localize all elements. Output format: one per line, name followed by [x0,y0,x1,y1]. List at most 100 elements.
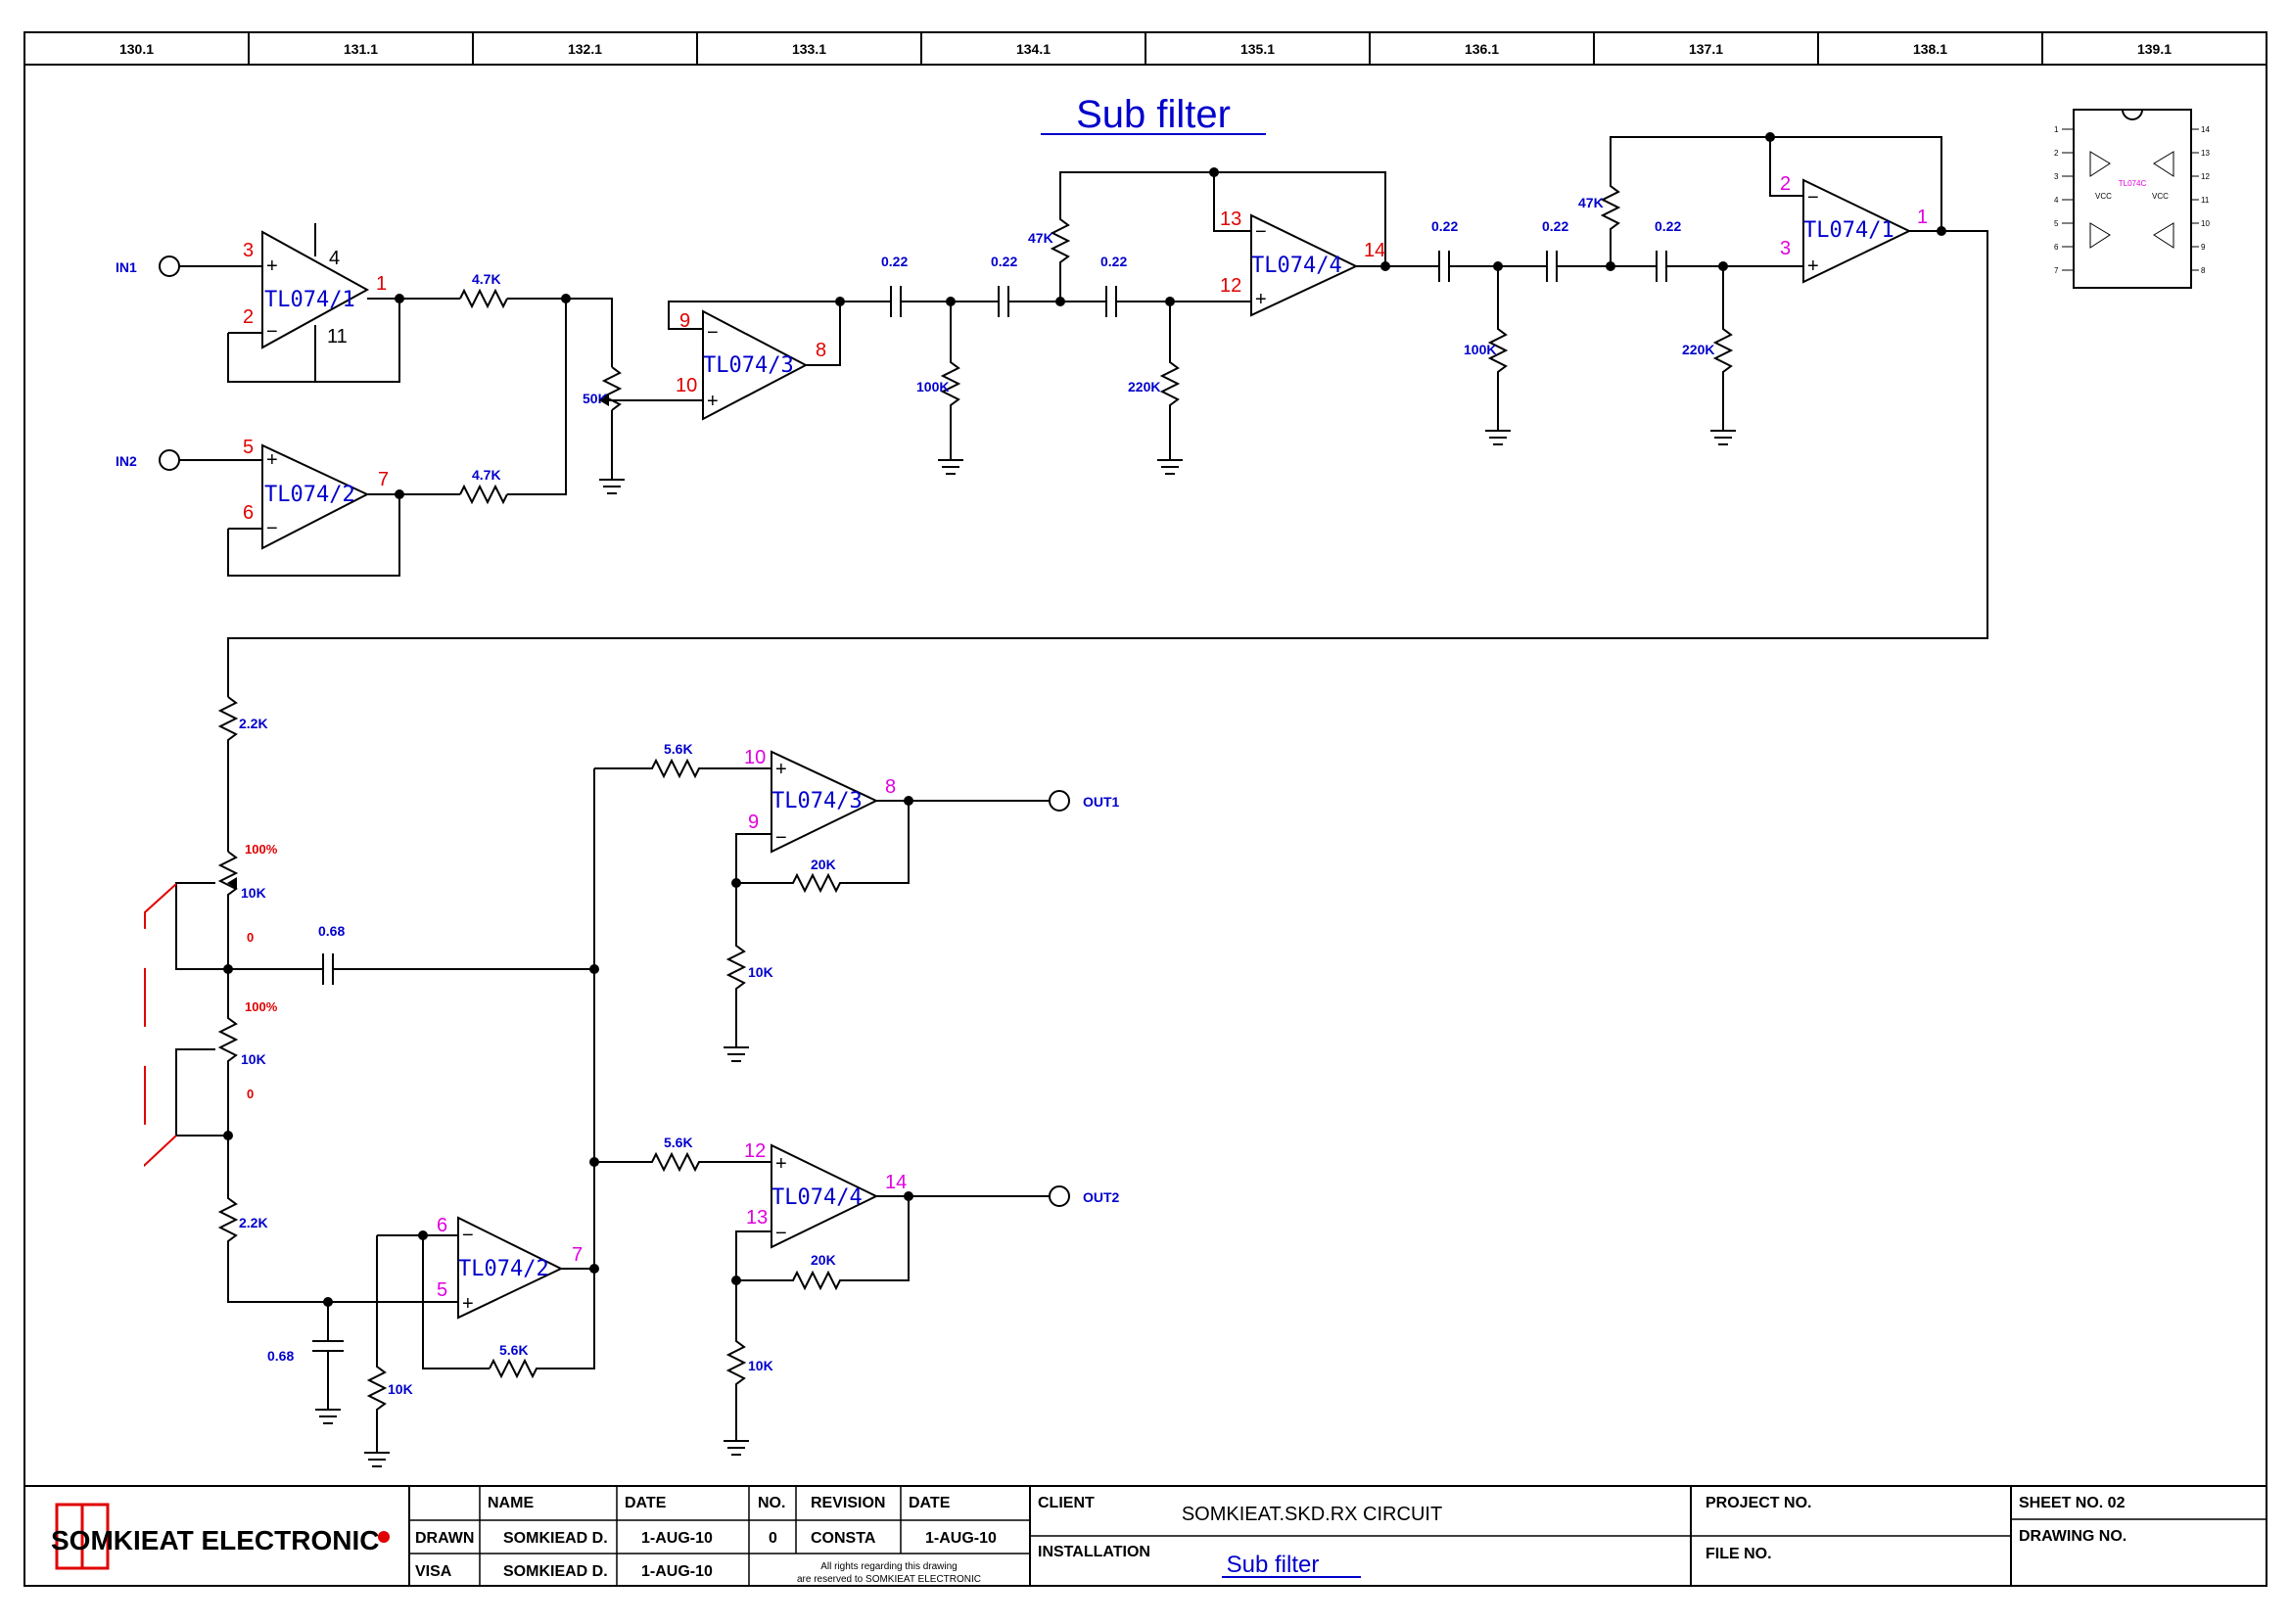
cap-label: 0.22 [1655,218,1681,234]
opamp-u1a-second-label: TL074/1 [1803,218,1894,243]
pin-label: 11 [327,326,348,348]
rights-notice: All rights regarding this drawing [820,1561,958,1572]
svg-text:+: + [1807,255,1819,277]
tb-label: FILE NO. [1706,1546,1772,1562]
tb-header: REVISION [811,1495,885,1511]
title-block: SOMKIEAT ELECTRONIC NAME DATE NO. REVISI… [24,1485,2267,1586]
svg-text:+: + [266,449,278,471]
pot-min-label: 0 [247,930,254,945]
resistor-label: 10K [748,1358,773,1373]
pin-label: 5 [243,437,254,458]
svg-text:+: + [266,255,278,277]
svg-text:−: − [462,1225,474,1246]
svg-text:−: − [707,322,719,344]
resistor-label: 220K [1682,342,1714,357]
tb-value: 1-AUG-10 [641,1530,713,1547]
pin-label: 7 [378,469,389,490]
ground-symbol [599,479,625,494]
tb-header: DATE [909,1495,951,1511]
ic-pin-label: 1 [2054,125,2059,134]
opamp-u1b [261,443,370,550]
pot-label: 10K [241,885,266,901]
resistor-label: 100K [916,379,949,394]
opamp-u1c-label: TL074/3 [703,353,794,378]
tb-header: NO. [758,1495,785,1511]
grid-ref-label: 130.1 [119,41,154,57]
tb-label: INSTALLATION [1038,1544,1150,1560]
ic-pin-label: 5 [2054,219,2059,228]
svg-text:+: + [462,1293,474,1315]
tb-header: NAME [488,1495,534,1511]
output-terminal-1 [1049,790,1070,812]
cap-label: 0.68 [318,923,345,939]
resistor-label: 5.6K [664,741,693,757]
pot-max-label: 100% [245,842,278,857]
pin-label: 12 [1220,275,1241,297]
pin-label: 13 [1220,209,1241,230]
ic-pin-label: 3 [2054,172,2059,181]
svg-text:+: + [775,759,787,780]
pin-label: 10 [744,747,766,768]
tb-header: DATE [625,1495,667,1511]
pin-label: 5 [437,1279,447,1301]
output-label-2: OUT2 [1083,1189,1120,1205]
resistor [459,288,508,309]
tb-value: 1-AUG-10 [925,1530,997,1547]
grid-ref-label: 134.1 [1016,41,1051,57]
resistor-label: 10K [748,964,773,980]
ic-name: TL074C [2119,179,2147,188]
grid-ref-label: 139.1 [2137,41,2172,57]
opamp-u2b-label: TL074/2 [458,1257,549,1281]
resistor-label: 20K [811,1252,836,1268]
resistor-label: 220K [1128,379,1160,394]
svg-text:−: − [775,1223,787,1244]
grid-ref-label: 131.1 [344,41,378,57]
pin-label: 7 [572,1244,583,1266]
pot-max-label: 100% [245,999,278,1014]
ic-pin-label: 13 [2201,149,2210,158]
pin-label: 2 [1780,173,1791,195]
company-logo: SOMKIEAT ELECTRONIC [51,1503,390,1570]
grid-ref-label: 137.1 [1689,41,1723,57]
pin-label: 9 [679,310,690,332]
tb-value: SOMKIEAD D. [503,1563,608,1580]
pin-label: 14 [885,1172,907,1193]
tb-label: VISA [415,1563,452,1580]
opamp-u2d-label: TL074/4 [771,1185,863,1210]
pin-label: 2 [243,306,254,328]
pin-label: 6 [243,502,254,524]
svg-text:−: − [1255,221,1267,243]
opamp-u2d [771,1143,879,1249]
resistor-label: 2.2K [239,716,268,731]
cap-label: 0.22 [1431,218,1458,234]
cap-label: 0.22 [1100,254,1127,269]
resistor-label: 10K [388,1381,413,1397]
cap-label: 0.22 [991,254,1017,269]
ic-pin-label: 6 [2054,243,2059,252]
resistor-label: 2.2K [239,1215,268,1230]
svg-text:+: + [707,391,719,412]
tb-label: CLIENT [1038,1495,1095,1511]
client-value: SOMKIEAT.SKD.RX CIRCUIT [1182,1504,1442,1525]
grid-ref-label: 138.1 [1913,41,1947,57]
pin-label: 3 [1780,238,1791,259]
opamp-u2c-label: TL074/3 [771,789,863,813]
tb-value: 0 [769,1530,777,1547]
resistor-label: 47K [1578,195,1604,210]
pot-min-label: 0 [247,1087,254,1101]
input-label-2: IN2 [116,453,137,469]
pot-label: 50K [583,391,608,406]
opamp-u1d-label: TL074/4 [1251,254,1342,278]
rights-notice: are reserved to SOMKIEAT ELECTRONIC [797,1574,981,1585]
ic-pin-label: 2 [2054,149,2059,158]
svg-text:−: − [266,518,278,539]
opamp-u1a-label: TL074/1 [264,288,355,312]
svg-text:+: + [775,1153,787,1175]
cap-label: 0.22 [1542,218,1568,234]
ic-vcc-right: VCC [2152,192,2169,201]
resistor-label: 4.7K [472,271,501,287]
tb-value: SOMKIEAD D. [503,1530,608,1547]
